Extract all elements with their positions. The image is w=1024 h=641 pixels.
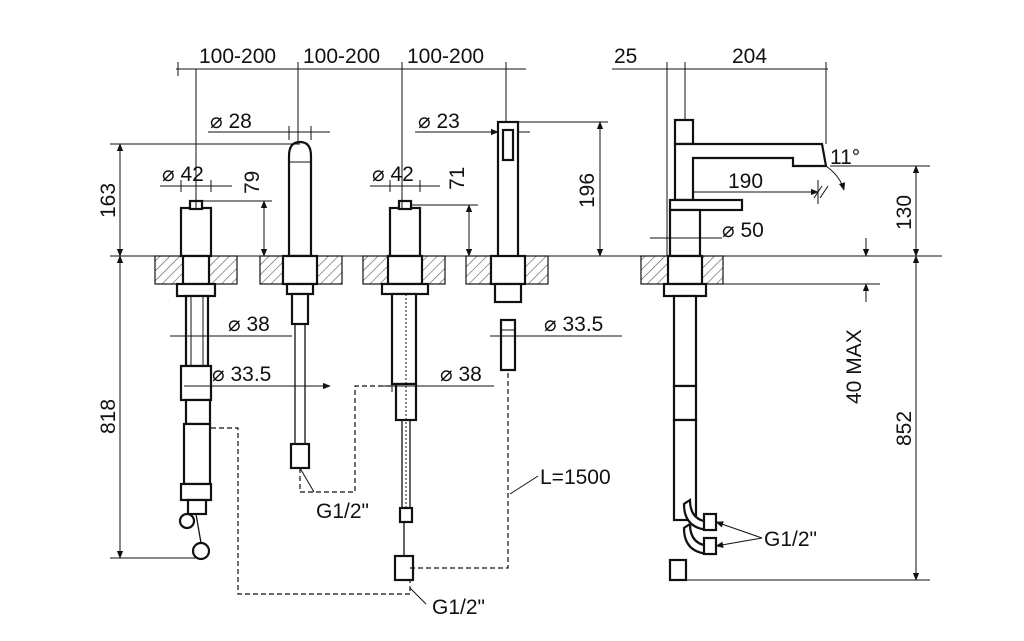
diameter-left-body: ⌀ 38	[228, 313, 270, 336]
dimension-labels: 100-200 100-200 100-200 25 204 ⌀ 28 ⌀ 23…	[97, 45, 916, 619]
height-852: 852	[893, 411, 916, 446]
height-130: 130	[893, 195, 916, 230]
side-angle: 11°	[830, 146, 860, 169]
diameter-handshower: ⌀ 23	[418, 110, 460, 133]
height-71: 71	[446, 167, 469, 190]
spout-component	[281, 140, 319, 470]
dim-side-offset: 25	[614, 45, 637, 68]
height-79: 79	[241, 171, 264, 194]
thread-side-note: G1/2"	[764, 528, 817, 551]
thread-bottom-note: G1/2"	[432, 596, 485, 619]
thread-spout-note: G1/2"	[316, 500, 369, 523]
diameter-left-valve: ⌀ 42	[162, 163, 204, 186]
hose-routing	[211, 372, 509, 595]
side-view-component	[662, 118, 828, 582]
handshower-component	[489, 120, 527, 372]
dim-spacing-3: 100-200	[407, 45, 484, 68]
diameter-mid-valve: ⌀ 42	[372, 163, 414, 186]
height-818: 818	[97, 399, 120, 434]
diameter-spout-top: ⌀ 28	[210, 110, 252, 133]
diameter-left-shank: ⌀ 33.5	[212, 363, 271, 386]
dim-spacing-1: 100-200	[199, 45, 276, 68]
hose-length-note: L=1500	[540, 466, 611, 489]
dimension-lines	[110, 62, 942, 605]
height-196: 196	[576, 173, 599, 208]
diameter-hose-guide: ⌀ 33.5	[544, 313, 603, 336]
dim-side-depth: 204	[732, 45, 767, 68]
left-valve-component	[175, 199, 217, 561]
side-reach: 190	[728, 170, 763, 193]
countertop-sections	[154, 255, 724, 285]
height-163: 163	[97, 183, 120, 218]
height-40-max: 40 MAX	[843, 329, 866, 404]
diameter-mid-body: ⌀ 38	[440, 363, 482, 386]
diameter-side-body: ⌀ 50	[722, 219, 764, 242]
dim-spacing-2: 100-200	[303, 45, 380, 68]
middle-valve-component	[380, 199, 430, 582]
